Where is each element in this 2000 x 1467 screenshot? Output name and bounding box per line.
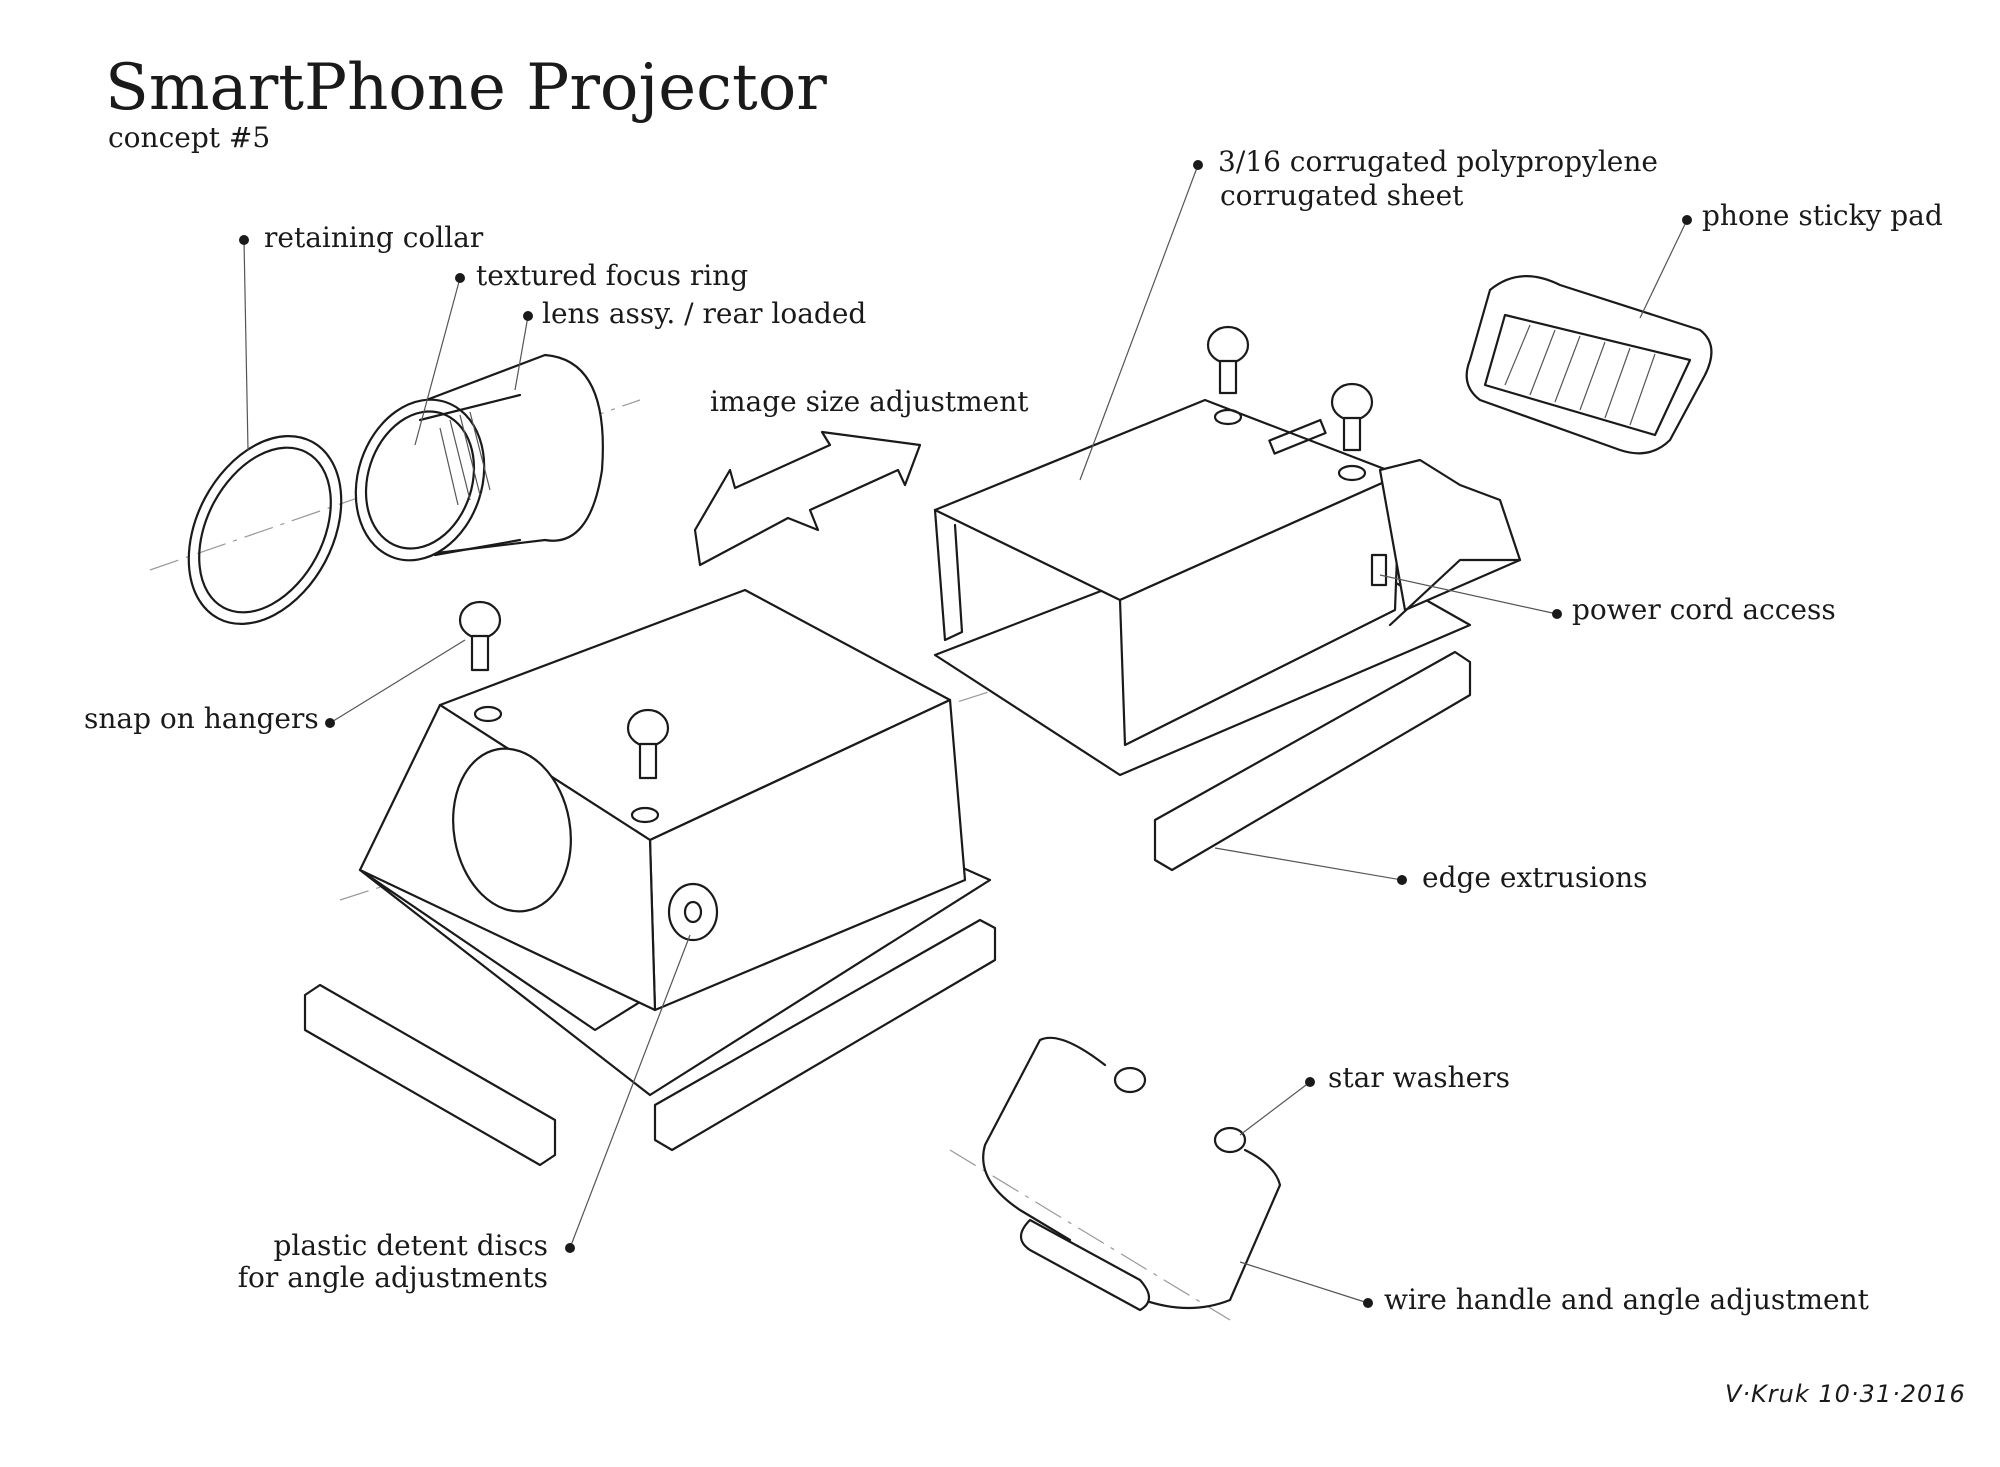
rear-housing-box <box>933 398 1522 777</box>
artist-signature: V·Kruk 10·31·2016 <box>1725 1380 1966 1408</box>
label-phone-sticky-pad: phone sticky pad <box>1702 199 1943 232</box>
front-housing-box <box>358 588 992 1097</box>
label-snap-on-hangers: snap on hangers <box>84 702 319 735</box>
image-size-arrow <box>693 430 922 567</box>
label-lens-assy: lens assy. / rear loaded <box>542 297 867 330</box>
phone-sticky-pad <box>1465 275 1713 455</box>
snap-hanger-1 <box>458 600 502 672</box>
label-textured-focus-ring: textured focus ring <box>476 259 749 292</box>
detent-disc <box>667 882 719 942</box>
edge-extrusion-1 <box>303 983 557 1167</box>
label-retaining-collar: retaining collar <box>264 221 484 254</box>
star-washer-2 <box>1213 1126 1247 1154</box>
handle-grip <box>1019 1218 1151 1312</box>
label-wire-handle: wire handle and angle adjustment <box>1384 1283 1869 1316</box>
snap-hanger-4 <box>1330 382 1374 452</box>
page-title: SmartPhone Projector <box>105 51 827 125</box>
label-power-cord-access: power cord access <box>1572 593 1836 626</box>
label-detent-line2: for angle adjustments <box>237 1261 548 1294</box>
edge-extrusion-3 <box>1153 650 1472 872</box>
snap-hanger-2 <box>626 708 670 780</box>
label-edge-extrusions: edge extrusions <box>1422 861 1648 894</box>
page-subtitle: concept #5 <box>108 121 271 154</box>
label-corrugated-line1: 3/16 corrugated polypropylene <box>1218 145 1658 178</box>
retaining-collar <box>187 435 343 625</box>
star-washer-1 <box>1113 1066 1147 1094</box>
label-image-size-adjustment: image size adjustment <box>710 385 1029 418</box>
snap-hanger-3 <box>1206 325 1250 395</box>
wire-handle-end <box>1118 1148 1282 1310</box>
lens-assembly <box>354 353 604 562</box>
leader-lines <box>239 160 1692 1308</box>
label-detent-line1: plastic detent discs <box>273 1229 548 1262</box>
label-corrugated-line2: corrugated sheet <box>1220 179 1464 212</box>
handle-axis-line <box>949 1149 1231 1321</box>
wire-handle <box>982 1036 1107 1242</box>
label-star-washers: star washers <box>1328 1061 1510 1094</box>
edge-extrusion-2 <box>653 918 997 1152</box>
